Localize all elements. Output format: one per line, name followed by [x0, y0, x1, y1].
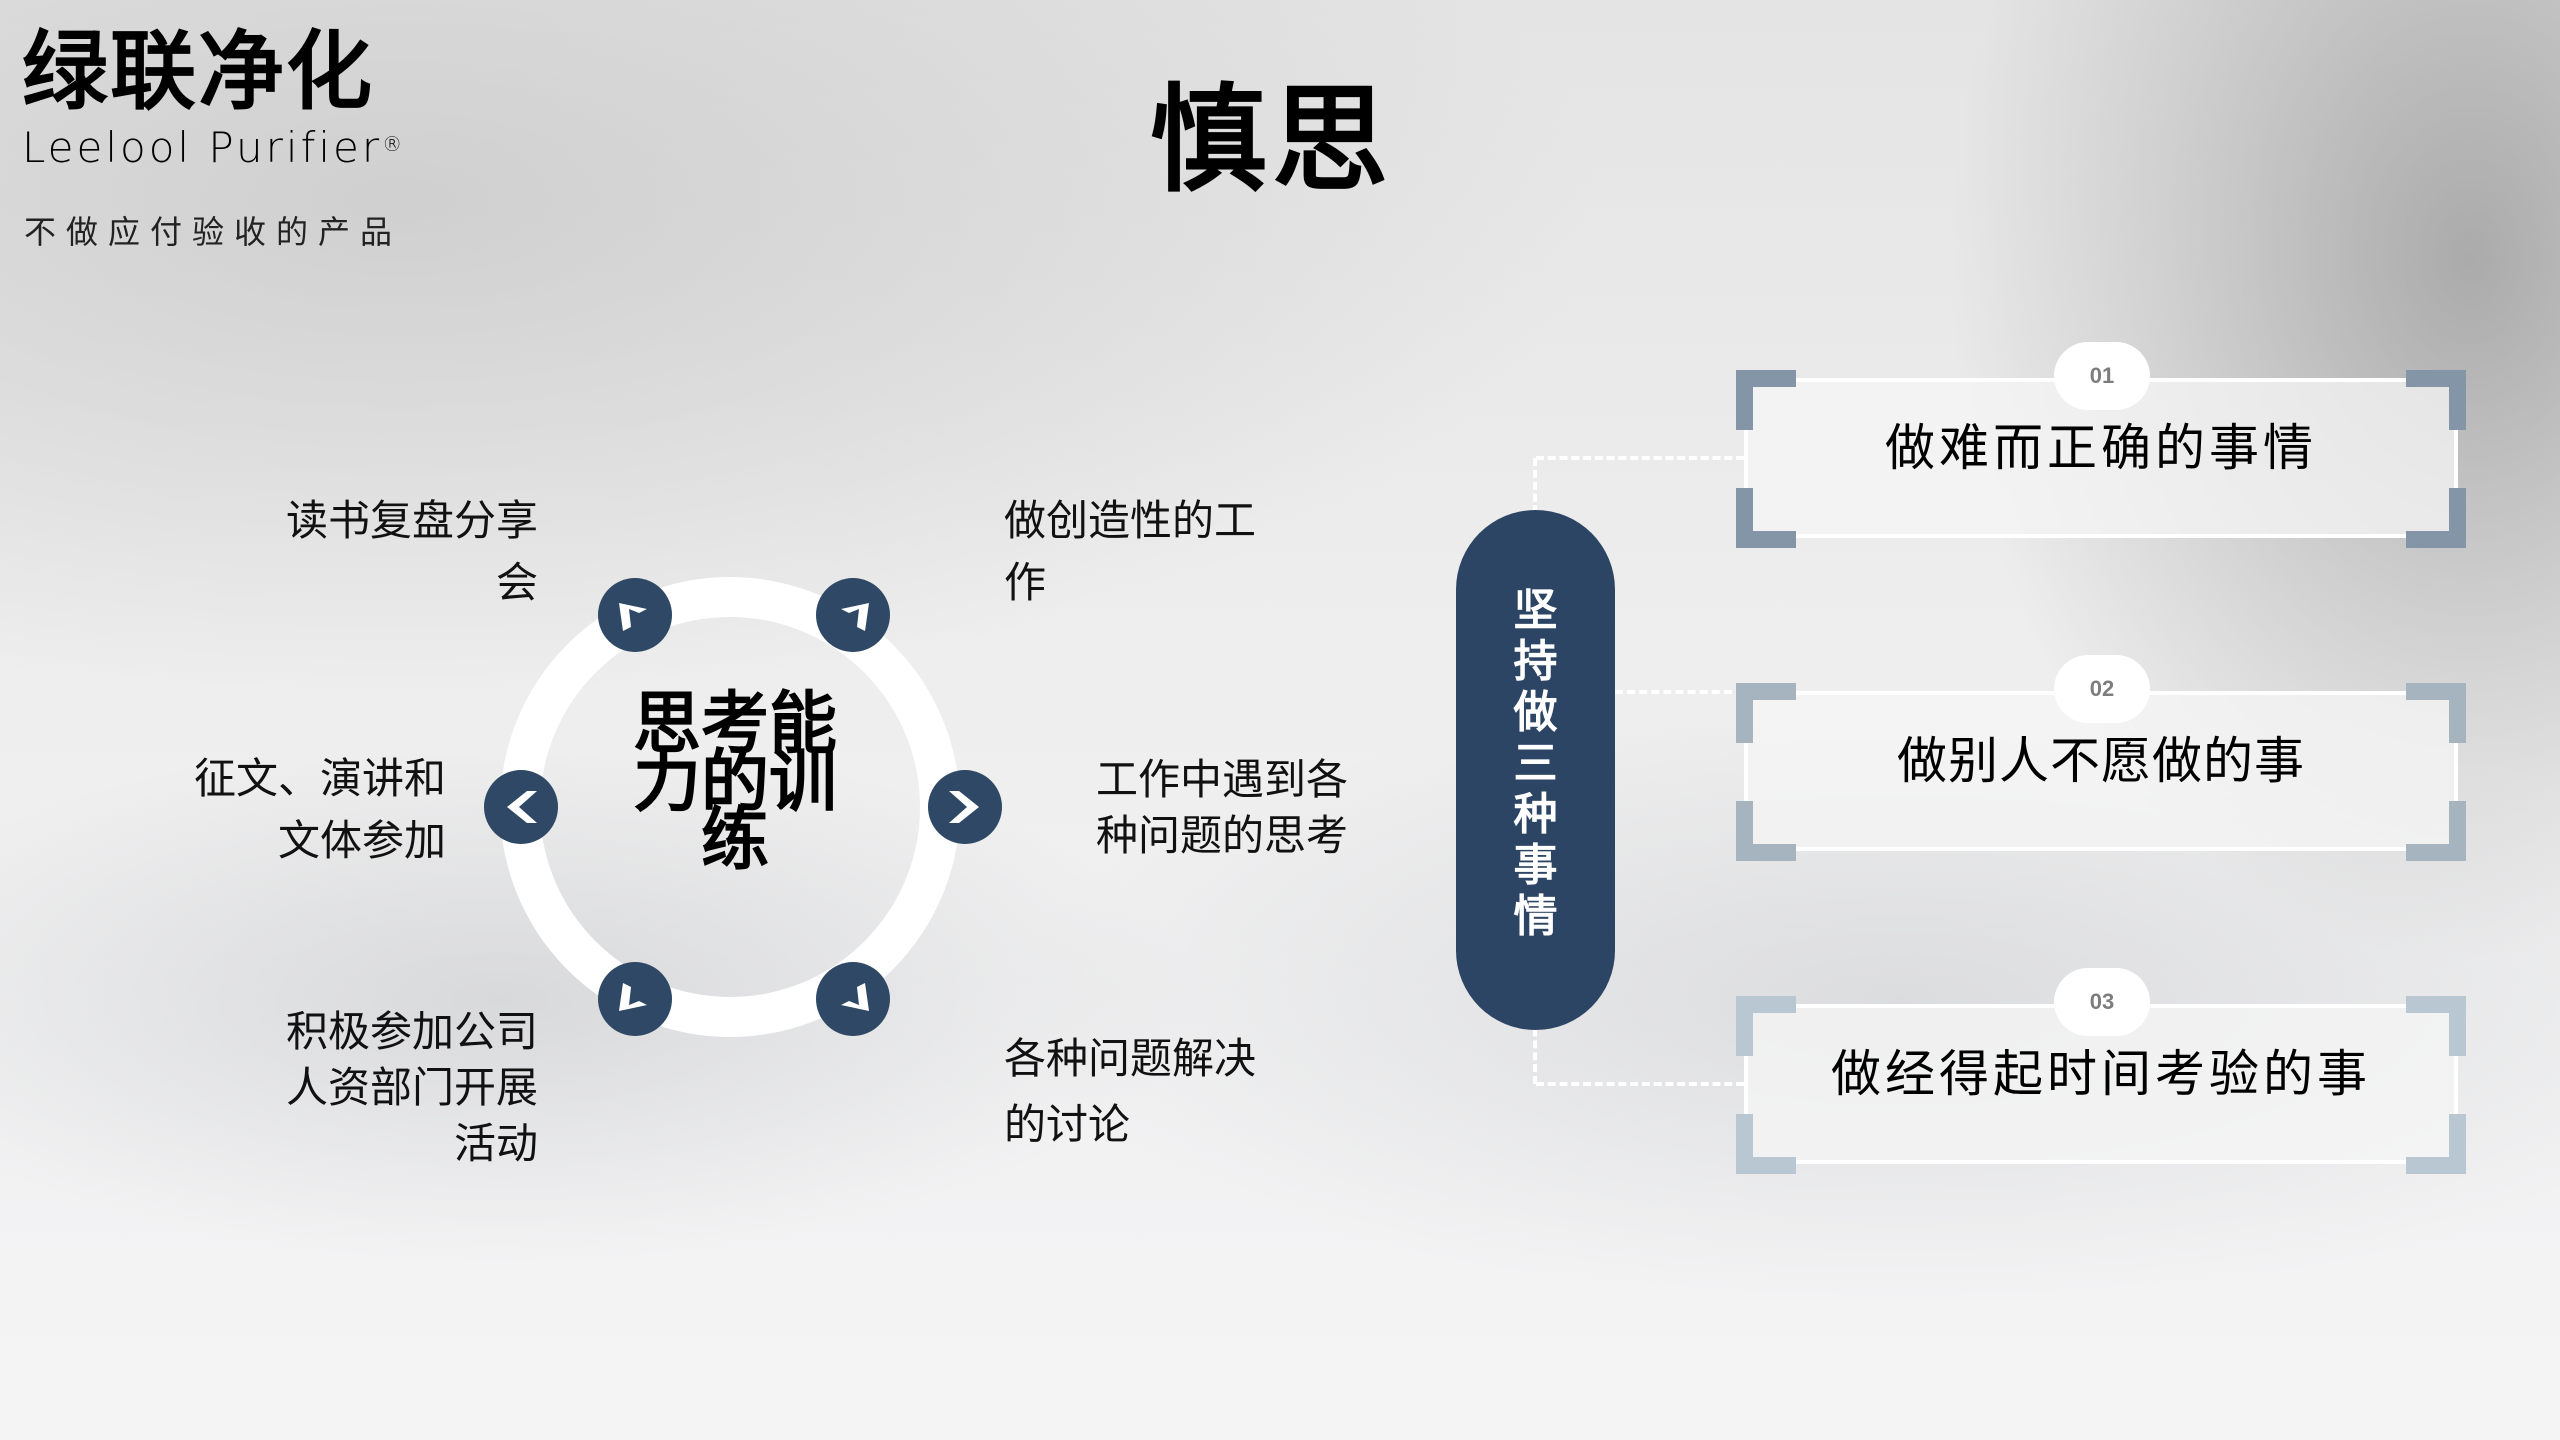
chevron-right-icon: [949, 791, 979, 823]
bracket-corner-icon: [2406, 683, 2466, 743]
cycle-item-right: 工作中遇到各 种问题的思考: [1096, 752, 1348, 864]
item-line: 积极参加公司: [285, 1007, 538, 1056]
principle-card-2: 02 做别人不愿做的事: [1736, 655, 2466, 861]
brand-logo-en: Leelool Purifier®: [22, 124, 405, 172]
principle-card-1: 01 做难而正确的事情: [1736, 342, 2466, 548]
item-line: 的讨论: [1004, 1100, 1131, 1149]
card-number-badge: 01: [2054, 342, 2150, 410]
cycle-item-top-left: 读书复盘分享 会: [286, 490, 538, 614]
card-number-badge: 02: [2054, 655, 2150, 723]
card-text: 做别人不愿做的事: [1897, 732, 2305, 790]
bracket-corner-icon: [1736, 370, 1796, 430]
registered-mark: ®: [382, 132, 406, 156]
cycle-center-title: 思考能 力的训 练: [630, 685, 840, 880]
bracket-corner-icon: [2406, 488, 2466, 548]
chevron-left-button[interactable]: [484, 770, 558, 844]
principle-card-3: 03 做经得起时间考验的事: [1736, 968, 2466, 1174]
heading-char: 持: [1513, 636, 1558, 687]
page-title: 慎思: [1150, 72, 1394, 208]
bracket-corner-icon: [2406, 801, 2466, 861]
connector-card-2: [1615, 690, 1744, 694]
bracket-corner-icon: [1736, 488, 1796, 548]
arrow-up-right-button[interactable]: [816, 578, 890, 652]
item-line: 人资部门开展: [285, 1063, 538, 1112]
item-line: 工作中遇到各: [1096, 755, 1349, 804]
card-number-badge: 03: [2054, 968, 2150, 1036]
card-text: 做经得起时间考验的事: [1831, 1045, 2371, 1103]
cycle-item-left: 征文、演讲和 文体参加: [194, 748, 446, 872]
arrow-down-left-button[interactable]: [598, 962, 672, 1036]
heading-char: 情: [1513, 891, 1558, 942]
arrow-up-left-button[interactable]: [598, 578, 672, 652]
arrow-up-right-icon: [841, 603, 869, 631]
item-line: 征文、演讲和: [193, 754, 446, 803]
bracket-corner-icon: [1736, 801, 1796, 861]
heading-char: 三: [1513, 738, 1558, 789]
item-line: 读书复盘分享: [285, 496, 538, 545]
chevron-right-button[interactable]: [928, 770, 1002, 844]
item-line: 各种问题解决: [1004, 1034, 1257, 1083]
bracket-corner-icon: [1736, 996, 1796, 1056]
item-line: 活动: [453, 1119, 538, 1168]
arrow-down-left-icon: [619, 983, 647, 1011]
item-line: 会: [495, 558, 538, 607]
center-line: 力的训: [632, 743, 837, 822]
arrow-down-right-button[interactable]: [816, 962, 890, 1036]
connector-card-3: [1536, 1082, 1744, 1086]
heading-char: 种: [1513, 789, 1558, 840]
brand-logo-cn: 绿联净化: [22, 22, 374, 122]
principles-heading: 坚 持 做 三 种 事 情: [1456, 585, 1615, 942]
item-line: 作: [1004, 558, 1047, 607]
cycle-item-bottom-left: 积极参加公司 人资部门开展 活动: [286, 1004, 538, 1172]
bracket-corner-icon: [2406, 996, 2466, 1056]
arrow-down-right-icon: [841, 983, 869, 1011]
center-line: 思考能: [632, 685, 837, 764]
heading-char: 事: [1513, 840, 1558, 891]
bracket-corner-icon: [1736, 1114, 1796, 1174]
connector-card-1: [1536, 456, 1744, 460]
card-text: 做难而正确的事情: [1885, 419, 2317, 477]
principles-heading-pill: [1456, 510, 1615, 1030]
item-line: 做创造性的工: [1004, 496, 1257, 545]
brand-tagline: 不做应付验收的产品: [24, 213, 403, 251]
item-line: 文体参加: [277, 816, 446, 865]
heading-char: 坚: [1513, 585, 1558, 636]
chevron-left-icon: [507, 791, 537, 823]
cycle-item-top-right: 做创造性的工 作: [1004, 490, 1256, 614]
cycle-item-bottom-right: 各种问题解决 的讨论: [1004, 1026, 1256, 1158]
bracket-corner-icon: [2406, 1114, 2466, 1174]
heading-char: 做: [1513, 687, 1558, 738]
item-line: 种问题的思考: [1096, 811, 1349, 860]
bracket-corner-icon: [1736, 683, 1796, 743]
arrow-up-left-icon: [619, 603, 647, 631]
center-line: 练: [700, 801, 769, 880]
brand-name-en: Leelool Purifier: [22, 123, 383, 172]
bracket-corner-icon: [2406, 370, 2466, 430]
